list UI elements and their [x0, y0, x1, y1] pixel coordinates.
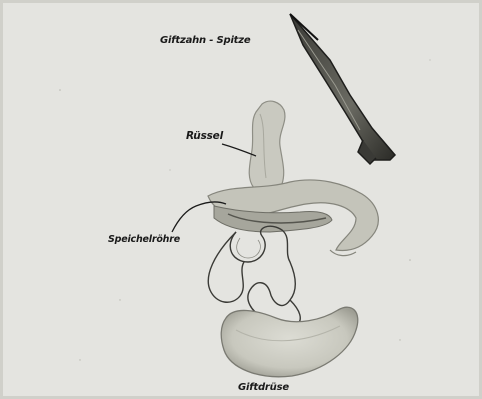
venom-gland-label: Giftdrüse: [238, 382, 289, 393]
salivary-duct-label: Speichelröhre: [108, 234, 180, 245]
proboscis-shape: [249, 101, 285, 191]
fang-tip-label: Giftzahn - Spitze: [160, 35, 250, 46]
proboscis-label: Rüssel: [186, 130, 223, 142]
